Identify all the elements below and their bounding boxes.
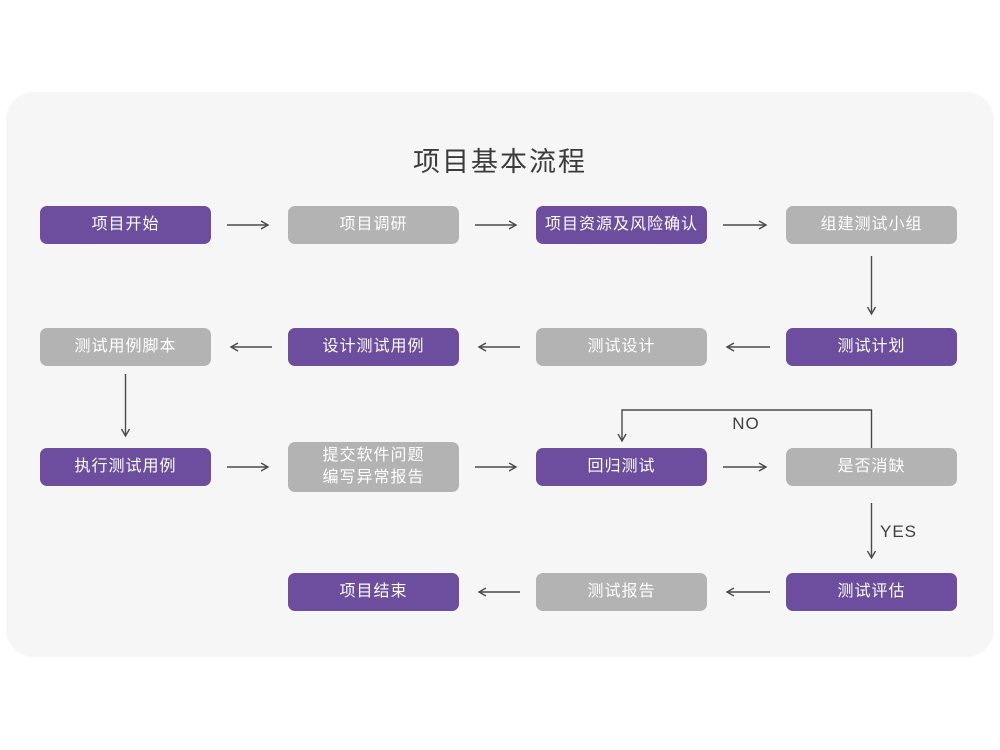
node-test-evaluation: 测试评估 bbox=[786, 573, 957, 611]
node-design-test-cases: 设计测试用例 bbox=[288, 328, 459, 366]
node-build-test-team: 组建测试小组 bbox=[786, 206, 957, 244]
node-execute-test-cases: 执行测试用例 bbox=[40, 448, 211, 486]
edge-label-yes: YES bbox=[880, 522, 918, 541]
node-defect-cleared-decision: 是否消缺 bbox=[786, 448, 957, 486]
node-test-plan: 测试计划 bbox=[786, 328, 957, 366]
node-project-end: 项目结束 bbox=[288, 573, 459, 611]
page-title: 项目基本流程 bbox=[413, 147, 587, 177]
node-project-start: 项目开始 bbox=[40, 206, 211, 244]
node-test-case-script: 测试用例脚本 bbox=[40, 328, 211, 366]
node-submit-issue-report: 提交软件问题 编写异常报告 bbox=[288, 442, 459, 492]
edge-label-no: NO bbox=[732, 414, 760, 433]
node-test-design: 测试设计 bbox=[536, 328, 707, 366]
node-test-report: 测试报告 bbox=[536, 573, 707, 611]
flowchart-card bbox=[6, 92, 994, 657]
node-resource-risk-confirm: 项目资源及风险确认 bbox=[536, 206, 707, 244]
node-regression-test: 回归测试 bbox=[536, 448, 707, 486]
node-project-research: 项目调研 bbox=[288, 206, 459, 244]
